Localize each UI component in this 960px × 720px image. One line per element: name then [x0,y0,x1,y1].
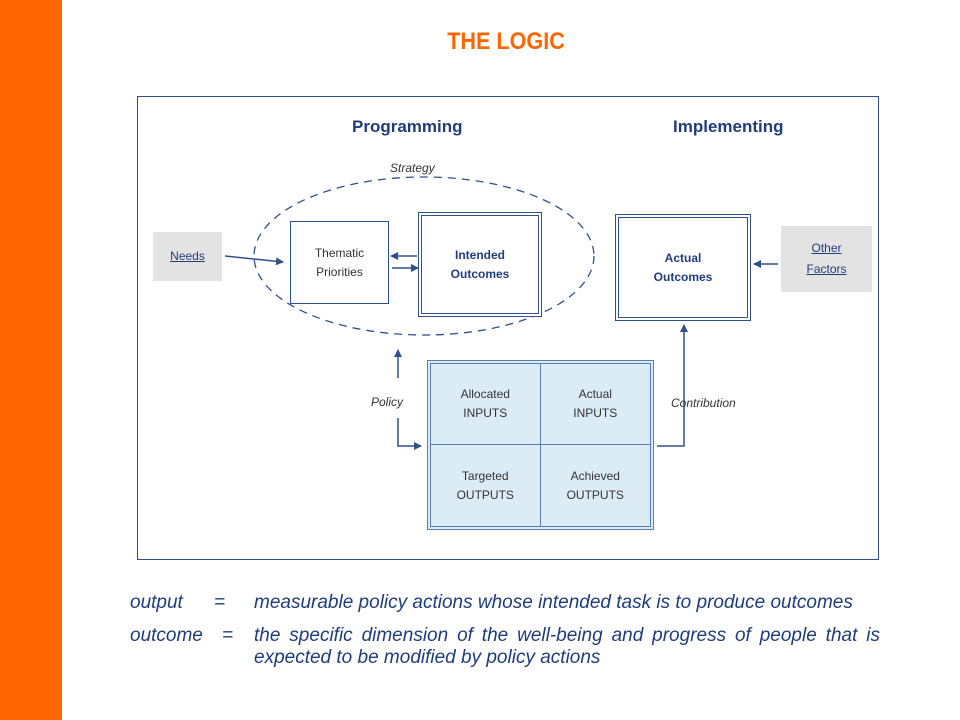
other-factors-line-2: Factors [806,262,847,276]
diagram-frame [137,96,879,560]
strategy-label: Strategy [390,161,435,175]
implementing-heading: Implementing [673,117,784,136]
actual-inputs-cell: Actual INPUTS [540,364,650,445]
actual-outcomes-line-1: Actual [664,250,702,265]
output-equals: = [214,592,226,613]
actual-inputs-line-1: Actual [578,387,612,401]
strategy-ellipse [253,176,595,336]
achieved-line-1: Achieved [570,468,620,483]
actual-outcomes-box: Actual Outcomes [615,214,751,321]
targeted-line-1: Targeted [461,468,509,483]
achieved-line-2: OUTPUTS [566,487,624,502]
policy-label: Policy [371,395,404,409]
intended-line-1: Intended [455,247,505,262]
output-term: output [130,592,183,613]
orange-sidebar [0,0,62,720]
outcome-term: outcome [130,625,203,646]
actual-inputs-line-2: INPUTS [573,406,618,420]
actual-outcomes-line-2: Outcomes [653,269,713,284]
slide-title: THE LOGIC [447,28,565,55]
needs-label: Needs [170,249,205,263]
allocated-line-1: Allocated [460,387,510,401]
intended-outcomes-box: Intended Outcomes [418,212,542,317]
output-definition: measurable policy actions whose intended… [254,592,853,613]
targeted-line-2: OUTPUTS [456,487,514,502]
intended-line-2: Outcomes [450,266,510,281]
outcome-equals: = [222,625,234,646]
other-factors-line-1: Other [811,241,842,255]
targeted-outputs-cell: Targeted OUTPUTS [431,445,541,526]
contribution-arrow [657,324,688,447]
contribution-label: Contribution [671,396,736,410]
thematic-line-1: Thematic [314,245,365,260]
programming-heading: Programming [352,117,463,136]
outcome-definition: the specific dimension of the well-being… [254,625,880,668]
needs-box: Needs [153,232,222,281]
achieved-outputs-cell: Achieved OUTPUTS [541,445,651,526]
inputs-outputs-grid: Allocated INPUTS Actual INPUTS Targeted … [427,360,654,530]
needs-arrow [224,255,284,266]
thematic-line-2: Priorities [316,264,363,279]
allocated-inputs-cell: Allocated INPUTS [431,364,541,445]
policy-arrow-to-grid [397,418,422,450]
other-factors-box: Other Factors [781,226,872,292]
thematic-priorities-box: Thematic Priorities [290,221,389,304]
allocated-line-2: INPUTS [463,406,508,420]
